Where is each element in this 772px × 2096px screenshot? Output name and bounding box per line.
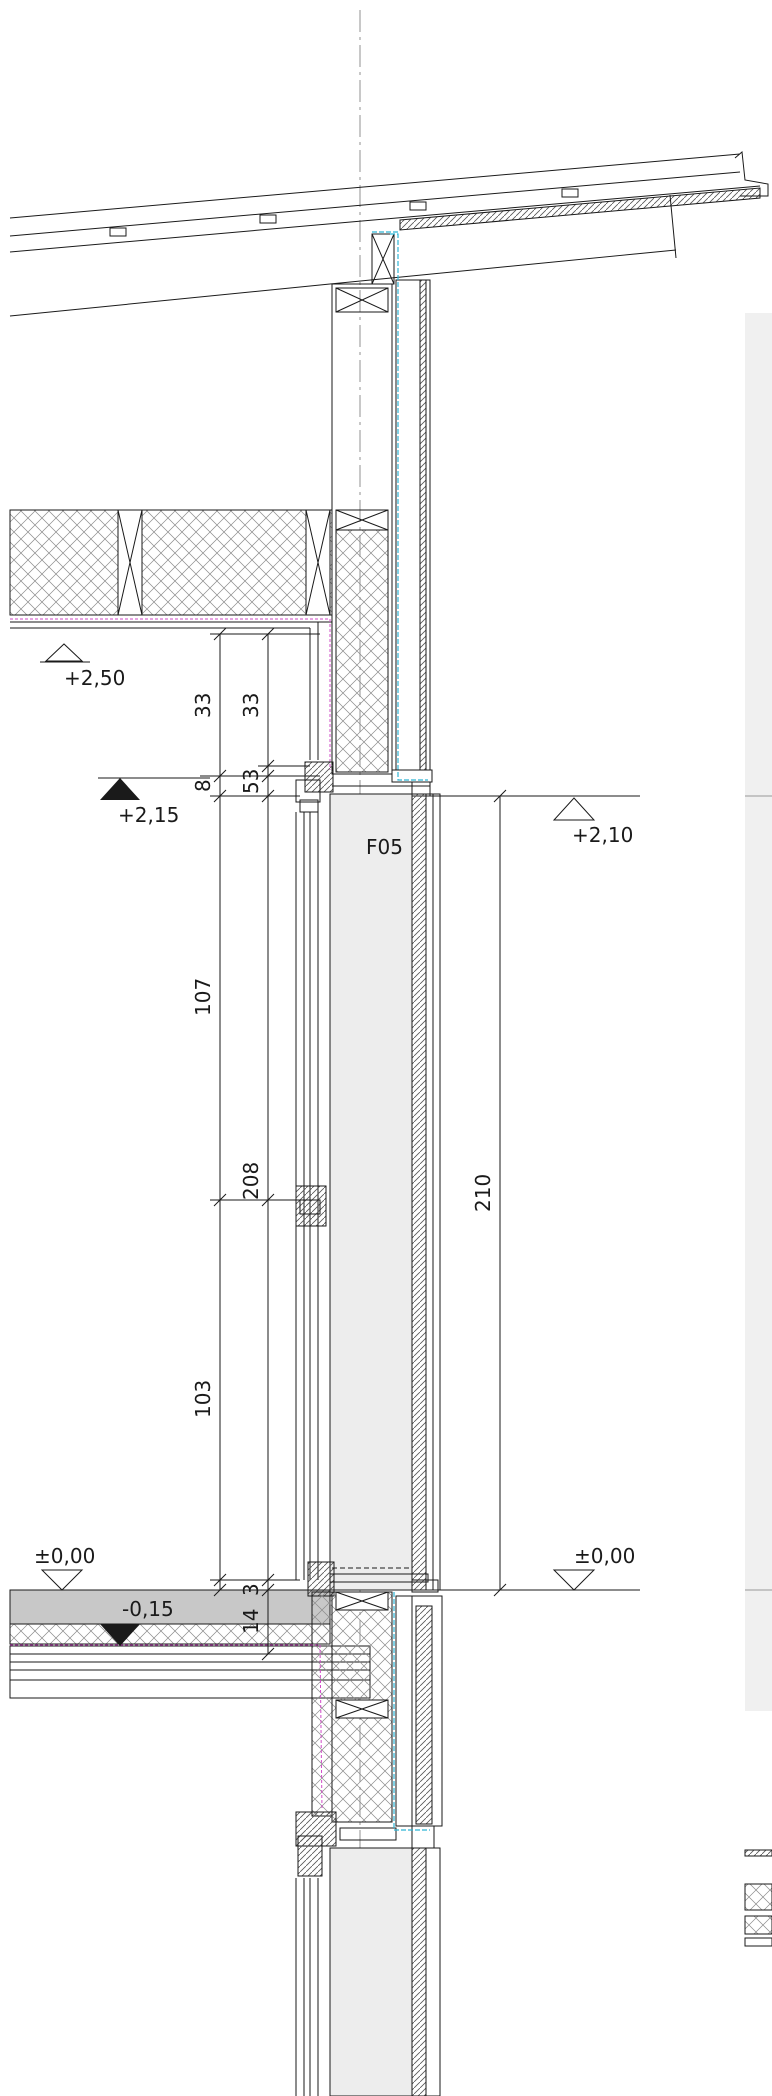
dimension-210: 210 [471,1174,495,1212]
dimension-lines [200,627,640,1661]
membrane-line-upper [390,233,428,781]
dimension-107: 107 [191,978,215,1016]
door-element [295,793,441,1591]
ground-floor-slab [9,1589,371,1699]
dimension-53: 53 [239,769,263,794]
upper-wall-stud [331,233,431,775]
level-marker-lintel-inner [100,778,140,800]
dimension-8: 8 [191,779,215,792]
level-label-door-head: +2,10 [572,823,633,847]
lower-wall [295,1591,443,1877]
level-marker-slab-bottom [100,1624,140,1646]
right-background-panel [745,313,772,1711]
dimension-33-right: 33 [239,693,263,718]
level-label-lintel-inner: +2,15 [118,803,179,827]
vapor-barrier-upper [10,618,331,770]
level-label-upper-floor: +2,50 [64,666,125,690]
element-tag-f05: F05 [366,835,403,859]
level-marker-floor-left [40,1569,84,1591]
legend-samples [744,1849,772,1947]
level-marker-upper-floor [44,643,84,662]
dimension-208: 208 [239,1162,263,1200]
lower-door-element [295,1847,441,2096]
membrane-line-lower [393,1592,430,1831]
dimension-14: 14 [239,1609,263,1634]
level-label-floor-right: ±0,00 [574,1544,635,1568]
vapor-barrier-lower [10,1644,323,1811]
dimension-3: 3 [239,1583,263,1596]
level-label-floor-left: ±0,00 [34,1544,95,1568]
level-marker-floor-right [552,1569,596,1591]
roof-assembly [9,151,769,317]
level-label-slab-bottom: -0,15 [122,1597,174,1621]
upper-floor-slab [9,509,333,760]
dimension-103: 103 [191,1380,215,1418]
level-marker-door-head [552,797,596,821]
dimension-33-left: 33 [191,693,215,718]
